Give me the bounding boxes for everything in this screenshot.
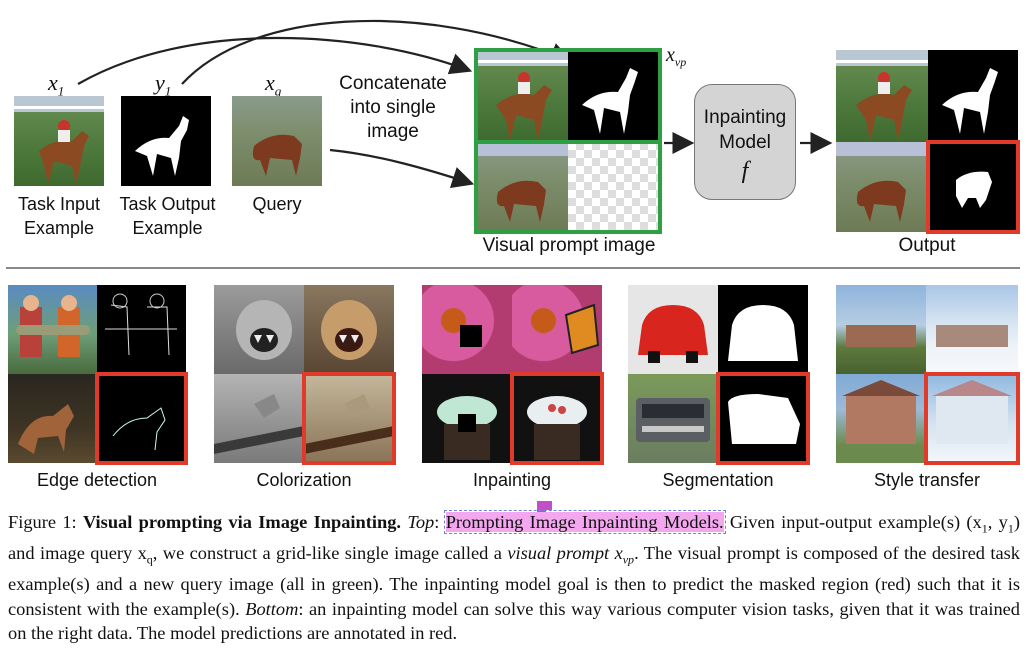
inpainting-label: Inpainting	[472, 470, 552, 490]
x1-symbol: x1	[48, 70, 65, 99]
prompt-cell-masked	[568, 142, 660, 232]
edge-example-output	[97, 285, 186, 374]
section-divider	[6, 267, 1020, 269]
output-label: Output	[898, 235, 956, 256]
xvp-symbol: xvp	[666, 44, 687, 69]
style-prediction	[926, 374, 1018, 463]
seg-example-output	[718, 285, 808, 374]
figure-caption: Figure 1: Visual prompting via Image Inp…	[8, 510, 1020, 643]
seg-example-input	[628, 285, 718, 374]
edge-query	[8, 374, 97, 463]
inpainting-model-box: Inpainting Model f	[694, 84, 796, 200]
inpaint-prediction	[512, 374, 602, 463]
prompt-cell-task-input	[476, 50, 568, 142]
seg-prediction-frame	[716, 372, 810, 465]
inpaint-example-output	[512, 285, 602, 374]
color-query	[214, 374, 304, 463]
style-query	[836, 374, 926, 463]
style-example-input	[836, 285, 926, 374]
inpaint-prediction-frame	[510, 372, 604, 465]
color-prediction-frame	[302, 372, 396, 465]
query-image	[232, 96, 322, 186]
xq-symbol: xq	[265, 70, 282, 99]
y1-symbol: y1	[155, 70, 172, 99]
prompt-cell-task-output	[568, 50, 660, 142]
query-label: Query	[252, 194, 302, 214]
edge-example-input	[8, 285, 97, 374]
output-cell-query	[836, 142, 928, 232]
inpaint-query	[422, 374, 512, 463]
arrow-concat-to-prompt	[329, 148, 475, 189]
visual-prompt-label: Visual prompt image	[482, 235, 656, 256]
seg-prediction	[718, 374, 808, 463]
color-example-output	[304, 285, 394, 374]
segmentation-label: Segmentation	[662, 470, 774, 490]
arrow-y1-to-prompt	[181, 19, 573, 85]
output-cell-task-output	[928, 50, 1018, 142]
highlighted-text[interactable]: Prompting Image Inpainting Models.	[443, 510, 726, 534]
style-example-output	[926, 285, 1018, 374]
colorization-label: Colorization	[256, 470, 352, 490]
output-cell-prediction	[928, 142, 1018, 232]
inpaint-example-input	[422, 285, 512, 374]
color-example-input	[214, 285, 304, 374]
edge-prediction-frame	[95, 372, 188, 465]
color-prediction	[304, 374, 394, 463]
task-output-mask-image	[121, 96, 211, 186]
output-prediction-frame	[926, 140, 1020, 234]
style-prediction-frame	[924, 372, 1020, 465]
arrow-x1-to-prompt	[77, 36, 473, 85]
output-cell-task-input	[836, 50, 928, 142]
edge-prediction	[97, 374, 186, 463]
visual-prompt-example-frame	[474, 48, 662, 144]
edge-detection-label: Edge detection	[36, 470, 158, 490]
style-transfer-label: Style transfer	[873, 470, 981, 490]
prompt-cell-query	[476, 142, 568, 232]
task-input-image	[14, 96, 104, 186]
seg-query	[628, 374, 718, 463]
flow-arrows	[77, 19, 833, 189]
